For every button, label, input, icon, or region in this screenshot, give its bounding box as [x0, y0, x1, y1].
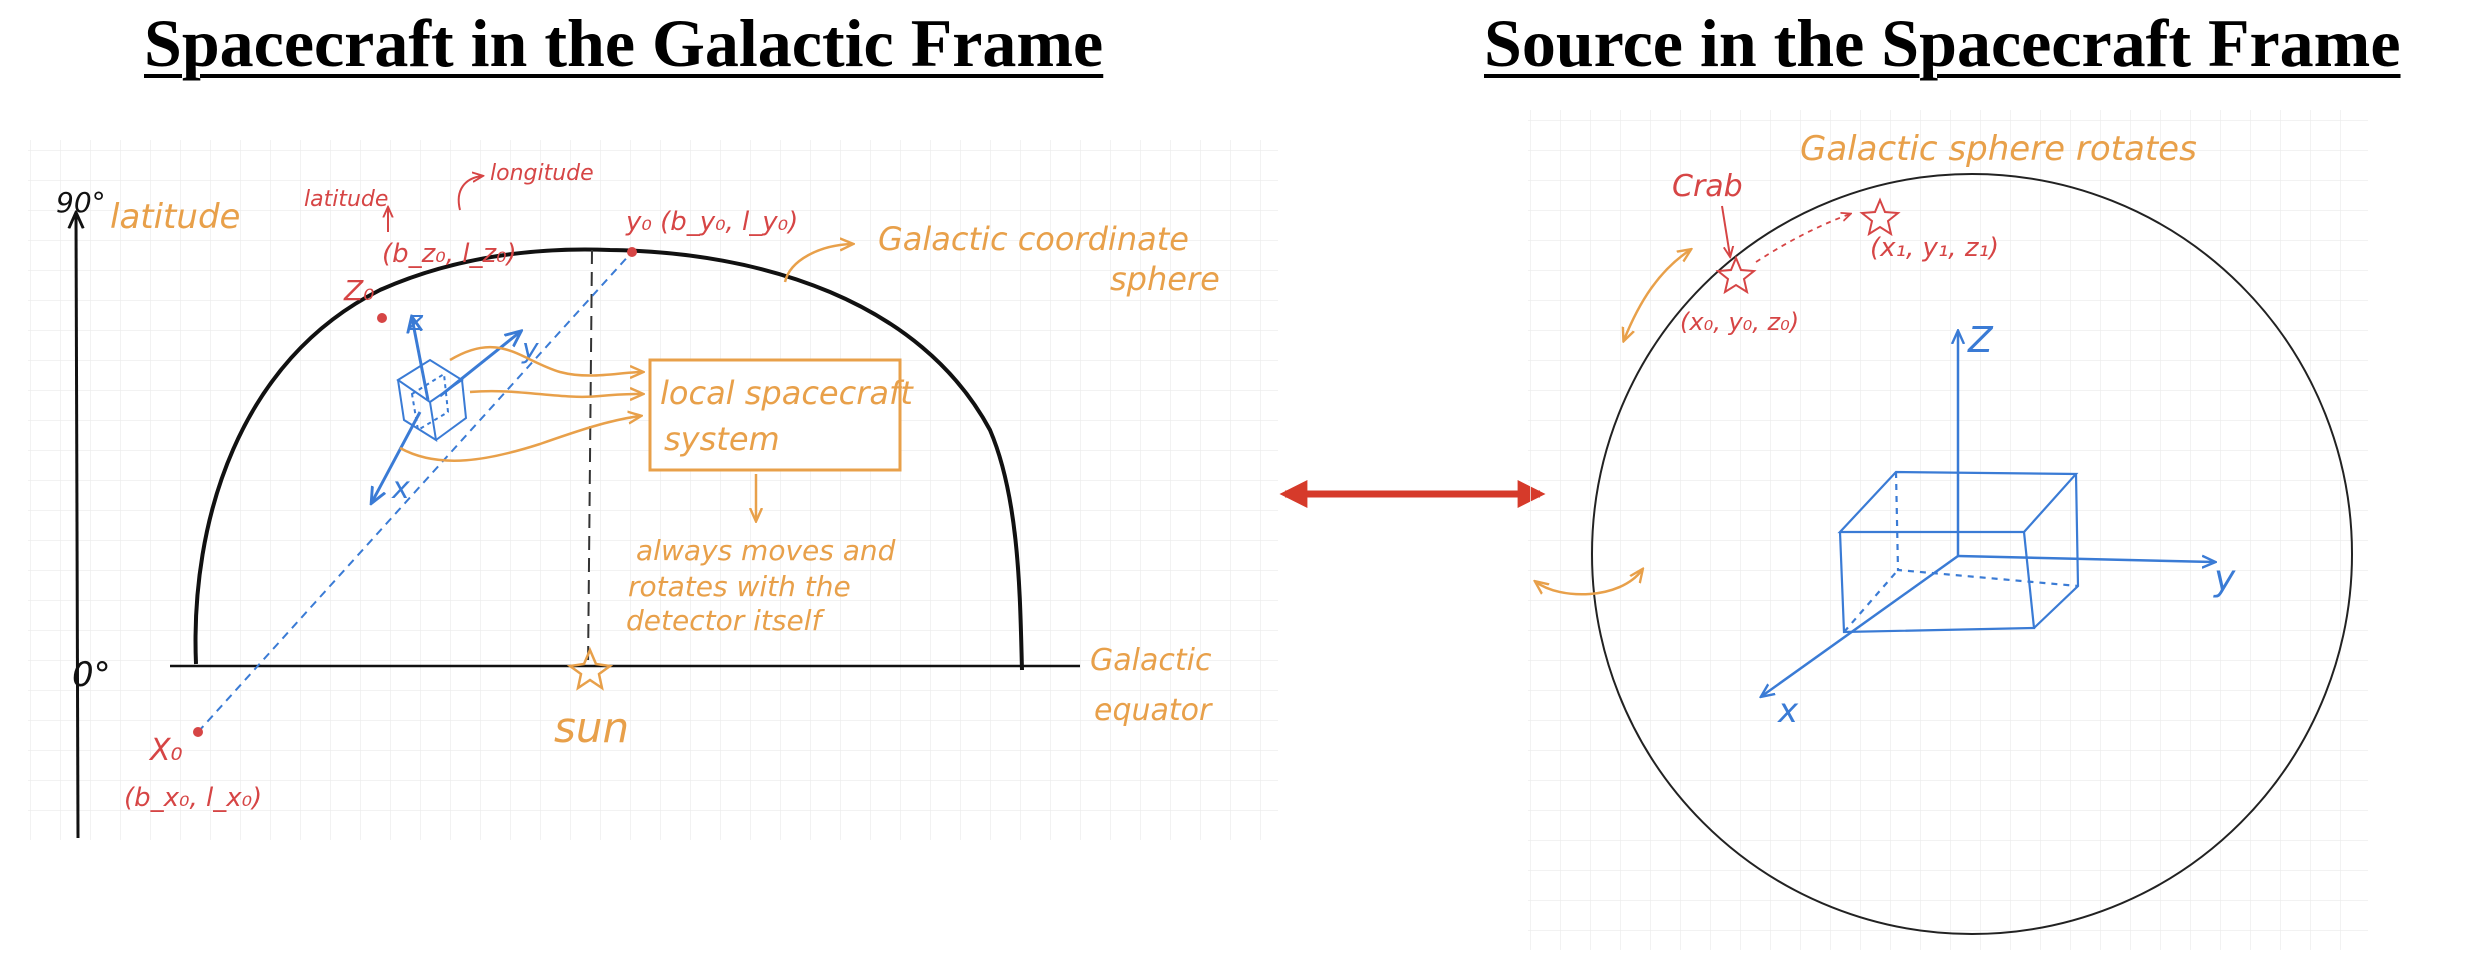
sun-star-icon [566, 646, 614, 691]
x-axis [1762, 554, 1959, 696]
galactic-coordinate-sphere [193, 247, 1024, 671]
y0-point [627, 247, 637, 257]
right-panel: Galactic sphere rotates Crab (x₀, y₀, z₀… [1528, 110, 2368, 950]
sun-label: sun [554, 703, 629, 752]
x0-name-label: X₀ [148, 733, 183, 768]
rotation-arrow-top [1624, 250, 1690, 340]
note-line-3: detector itself [626, 604, 825, 637]
local-z-axis [412, 318, 430, 401]
sphere-label-pointer [783, 244, 852, 283]
longitude-direction-arrow [457, 176, 482, 211]
crab-motion-path [1755, 214, 1850, 263]
latitude-axis [76, 214, 78, 839]
spacecraft-box-icon [1837, 470, 2080, 634]
local-z-label: z [407, 304, 424, 337]
local-spacecraft-system-box [648, 358, 902, 472]
note-line-2: rotates with the [628, 570, 851, 603]
box-pointer-2 [469, 391, 642, 397]
y-axis [1957, 556, 2214, 562]
x0-y0-dashed-line [197, 251, 633, 733]
center-dashed-line [587, 249, 593, 669]
rotates-label: Galactic sphere rotates [1800, 129, 2197, 169]
box-label-line-1: local spacecraft [660, 374, 914, 412]
note-line-1: always moves and [636, 534, 896, 567]
z0-coords-label: (b_z₀, l_z₀) [382, 239, 517, 269]
x0-point [193, 727, 203, 737]
galactic-sphere-circle [1591, 173, 2353, 935]
sphere-label-line-1: Galactic coordinate [878, 220, 1189, 258]
rotation-arrow-left [1536, 570, 1642, 596]
left-title: Spacecraft in the Galactic Frame [144, 5, 1104, 81]
left-panel: 90° latitude 0° Galactic equator sun X₀ … [28, 140, 1278, 840]
y0-coords-label: y₀ (b_y₀, l_y₀) [625, 207, 798, 237]
latitude-arrow-label: latitude [304, 187, 388, 212]
sphere-label-line-2: sphere [1110, 260, 1220, 298]
crab-label: Crab [1672, 169, 1743, 204]
local-x-label: x [391, 471, 410, 506]
lat-90-label: 90° [56, 186, 106, 219]
lat-0-label: 0° [72, 655, 111, 695]
crab-pointer [1721, 205, 1730, 256]
z-axis-label: Z [1967, 320, 1994, 361]
box-pointer-3 [399, 416, 640, 462]
latitude-axis-label: latitude [110, 197, 240, 237]
box-pointer-1 [449, 345, 642, 375]
z0-name-label: Z₀ [343, 274, 374, 307]
left-grid-background [28, 140, 1278, 840]
p1-label: (x₁, y₁, z₁) [1870, 233, 1999, 263]
crab-star-end-icon [1859, 197, 1901, 237]
y-axis-label: y [2213, 558, 2236, 599]
x0-coords-label: (b_x₀, l_x₀) [124, 783, 262, 813]
local-x-axis [372, 411, 422, 502]
equator-label-2: equator [1094, 693, 1213, 728]
equator-label-1: Galactic [1090, 643, 1212, 678]
p0-label: (x₀, y₀, z₀) [1680, 308, 1799, 336]
right-title: Source in the Spacecraft Frame [1484, 5, 2401, 81]
longitude-arrow-label: longitude [490, 161, 594, 186]
z0-point [377, 313, 387, 323]
local-y-axis [439, 332, 520, 398]
box-label-line-2: system [664, 420, 780, 458]
x-axis-label: x [1777, 691, 1799, 731]
crab-star-start-icon [1715, 255, 1757, 295]
